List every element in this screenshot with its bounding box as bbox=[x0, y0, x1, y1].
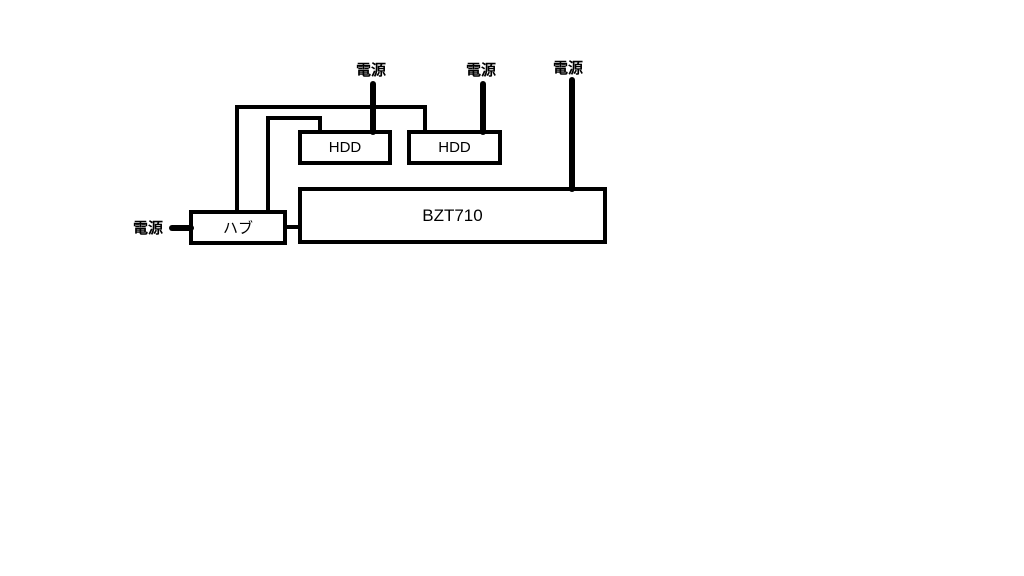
recorder-power-label: 電源 bbox=[553, 59, 584, 77]
hdd1-label: HDD bbox=[328, 139, 362, 156]
hdd2-label: HDD bbox=[438, 139, 471, 156]
recorder-box bbox=[298, 187, 607, 244]
hdd2-box bbox=[407, 130, 502, 165]
hub-to-hdd1-cable bbox=[266, 116, 322, 212]
hub-to-hdd2-cable bbox=[235, 105, 427, 212]
hub-power-label: 電源 bbox=[133, 219, 164, 237]
recorder-label: BZT710 bbox=[422, 205, 483, 225]
hdd1-power-label: 電源 bbox=[356, 61, 387, 79]
hdd2-power-label: 電源 bbox=[466, 61, 497, 79]
hub-label: ハブ bbox=[222, 220, 253, 237]
hdd1-box bbox=[298, 130, 392, 165]
